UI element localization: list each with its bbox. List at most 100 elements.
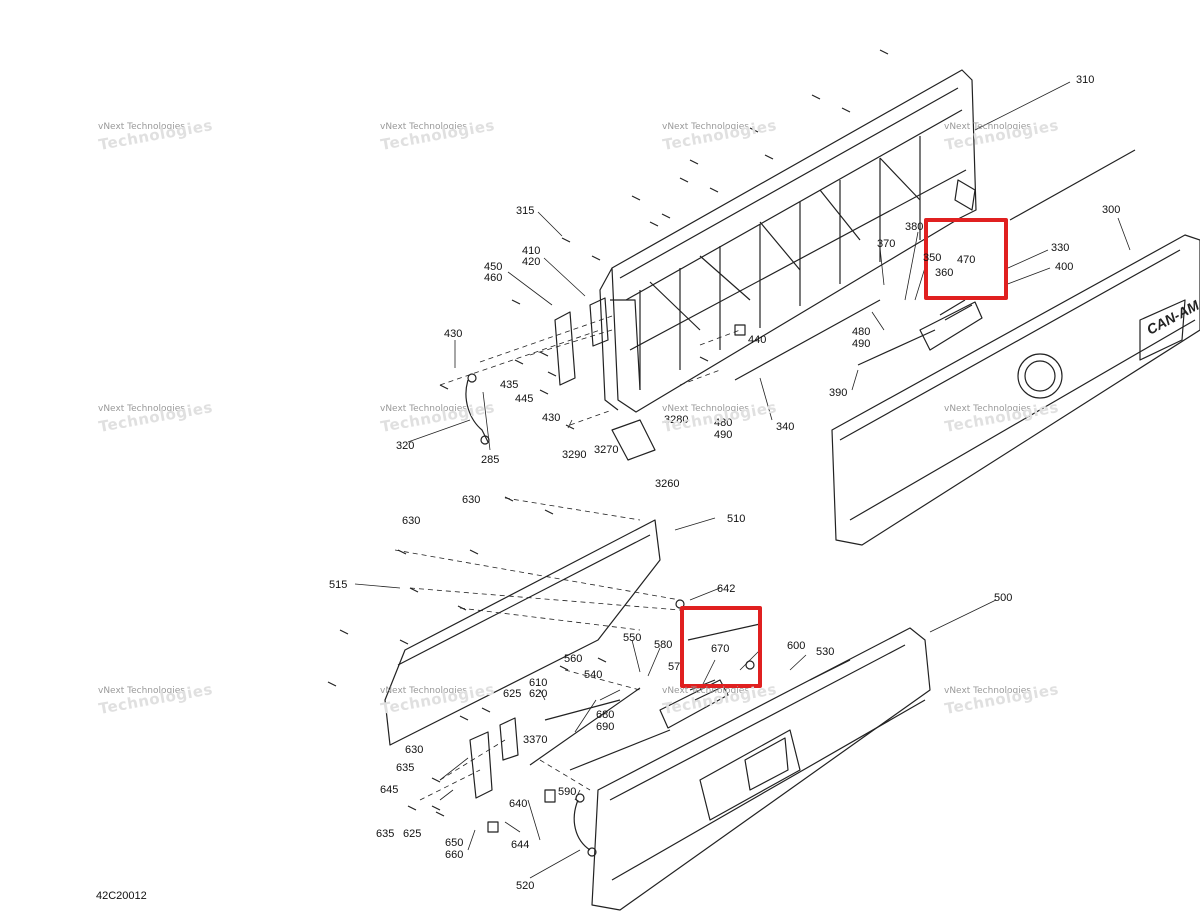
label-670: 670 <box>711 643 729 655</box>
hinge-bracket-610 <box>469 717 519 799</box>
cable-590 <box>573 799 591 851</box>
rear-frame-310 <box>599 69 977 413</box>
label-430-b: 430 <box>542 412 560 424</box>
rod-660 <box>569 729 671 771</box>
label-400: 400 <box>1055 261 1073 273</box>
label-410: 410 <box>522 245 540 257</box>
label-300: 300 <box>1102 204 1120 216</box>
highlight-box-lower <box>680 606 762 688</box>
label-642: 642 <box>717 583 735 595</box>
label-490-b: 490 <box>714 429 732 441</box>
label-350: 350 <box>923 252 941 264</box>
label-430-a: 430 <box>444 328 462 340</box>
label-660: 660 <box>445 849 463 861</box>
label-515: 515 <box>329 579 347 591</box>
label-450: 450 <box>484 261 502 273</box>
label-460: 460 <box>484 272 502 284</box>
hinge-3260 <box>611 419 656 461</box>
label-435: 435 <box>500 379 518 391</box>
label-590: 590 <box>558 786 576 798</box>
label-330: 330 <box>1051 242 1069 254</box>
latch-handle-upper <box>919 299 983 351</box>
label-480-a: 480 <box>852 326 870 338</box>
rod-642 <box>687 623 761 641</box>
label-57: 57 <box>668 661 680 673</box>
label-645: 645 <box>380 784 398 796</box>
label-315: 315 <box>516 205 534 217</box>
label-360: 360 <box>935 267 953 279</box>
brand-mark: CAN-AM <box>1144 297 1200 338</box>
label-540: 540 <box>584 669 602 681</box>
label-690: 690 <box>596 721 614 733</box>
label-445: 445 <box>515 393 533 405</box>
label-560: 560 <box>564 653 582 665</box>
label-490-a: 490 <box>852 338 870 350</box>
label-650: 650 <box>445 837 463 849</box>
label-625-b: 625 <box>403 828 421 840</box>
label-600: 600 <box>787 640 805 652</box>
rod-340 <box>734 299 881 381</box>
highlight-box-upper <box>924 218 1008 300</box>
label-635-b: 635 <box>376 828 394 840</box>
upper-dashed-guides <box>439 315 741 426</box>
leader-lines <box>354 81 1131 879</box>
label-3280: 3280 <box>664 414 688 426</box>
label-644: 644 <box>511 839 529 851</box>
hinge-bracket-410 <box>554 297 609 386</box>
label-420: 420 <box>522 256 540 268</box>
label-630-c: 630 <box>405 744 423 756</box>
label-310: 310 <box>1076 74 1094 86</box>
rod-3370 <box>544 699 621 721</box>
bolt-390 <box>857 329 936 366</box>
tailgate-inner-500 <box>591 627 931 911</box>
callout-labels: 310 300 315 410 420 450 460 430 430 435 … <box>329 74 1120 892</box>
label-340: 340 <box>776 421 794 433</box>
label-625-a: 625 <box>503 688 521 700</box>
lower-dashed-guides <box>394 497 681 801</box>
diagram-code: 42C20012 <box>96 890 147 902</box>
bolts-upper <box>439 49 889 430</box>
rod-540 <box>529 687 641 766</box>
label-440: 440 <box>748 334 766 346</box>
label-380: 380 <box>905 221 923 233</box>
label-3260: 3260 <box>655 478 679 490</box>
bolts-lower <box>327 496 607 817</box>
inner-panel-510 <box>384 519 661 746</box>
label-635-a: 635 <box>396 762 414 774</box>
label-640: 640 <box>509 798 527 810</box>
label-580: 580 <box>654 639 672 651</box>
label-630-b: 630 <box>402 515 420 527</box>
label-620: 620 <box>529 688 547 700</box>
label-3270: 3270 <box>594 444 618 456</box>
label-530: 530 <box>816 646 834 658</box>
label-390: 390 <box>829 387 847 399</box>
rod-330 <box>1009 149 1136 221</box>
label-3370: 3370 <box>523 734 547 746</box>
label-480-b: 480 <box>714 417 732 429</box>
label-680: 680 <box>596 709 614 721</box>
label-610: 610 <box>529 677 547 689</box>
label-3290: 3290 <box>562 449 586 461</box>
label-500: 500 <box>994 592 1012 604</box>
label-520: 520 <box>516 880 534 892</box>
tailgate-outer-300: CAN-AM <box>831 234 1200 546</box>
label-630-a: 630 <box>462 494 480 506</box>
label-320: 320 <box>396 440 414 452</box>
label-470: 470 <box>957 254 975 266</box>
cable-320 <box>465 379 489 443</box>
label-370: 370 <box>877 238 895 250</box>
label-285: 285 <box>481 454 499 466</box>
